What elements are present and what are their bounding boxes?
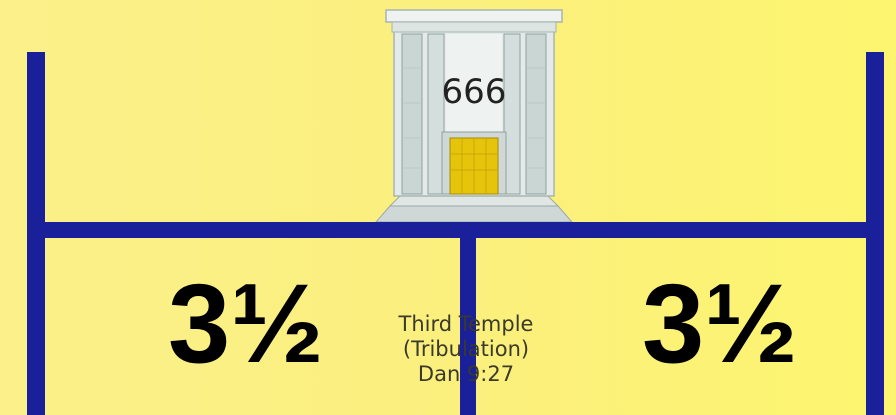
right-period-label: 3½	[642, 268, 798, 380]
caption-line-subtitle: (Tribulation)	[360, 337, 572, 362]
left-period-label: 3½	[168, 268, 324, 380]
caption-line-reference: Dan 9:27	[360, 362, 572, 387]
temple-caption: Third Temple (Tribulation) Dan 9:27	[360, 312, 572, 387]
caption-line-title: Third Temple	[360, 312, 572, 337]
temple-number-label: 666	[408, 72, 540, 112]
timeline-right-bar	[866, 52, 884, 415]
timeline-left-bar	[27, 52, 45, 415]
timeline-horizontal-bar	[27, 222, 884, 238]
temple-illustration	[366, 8, 582, 226]
